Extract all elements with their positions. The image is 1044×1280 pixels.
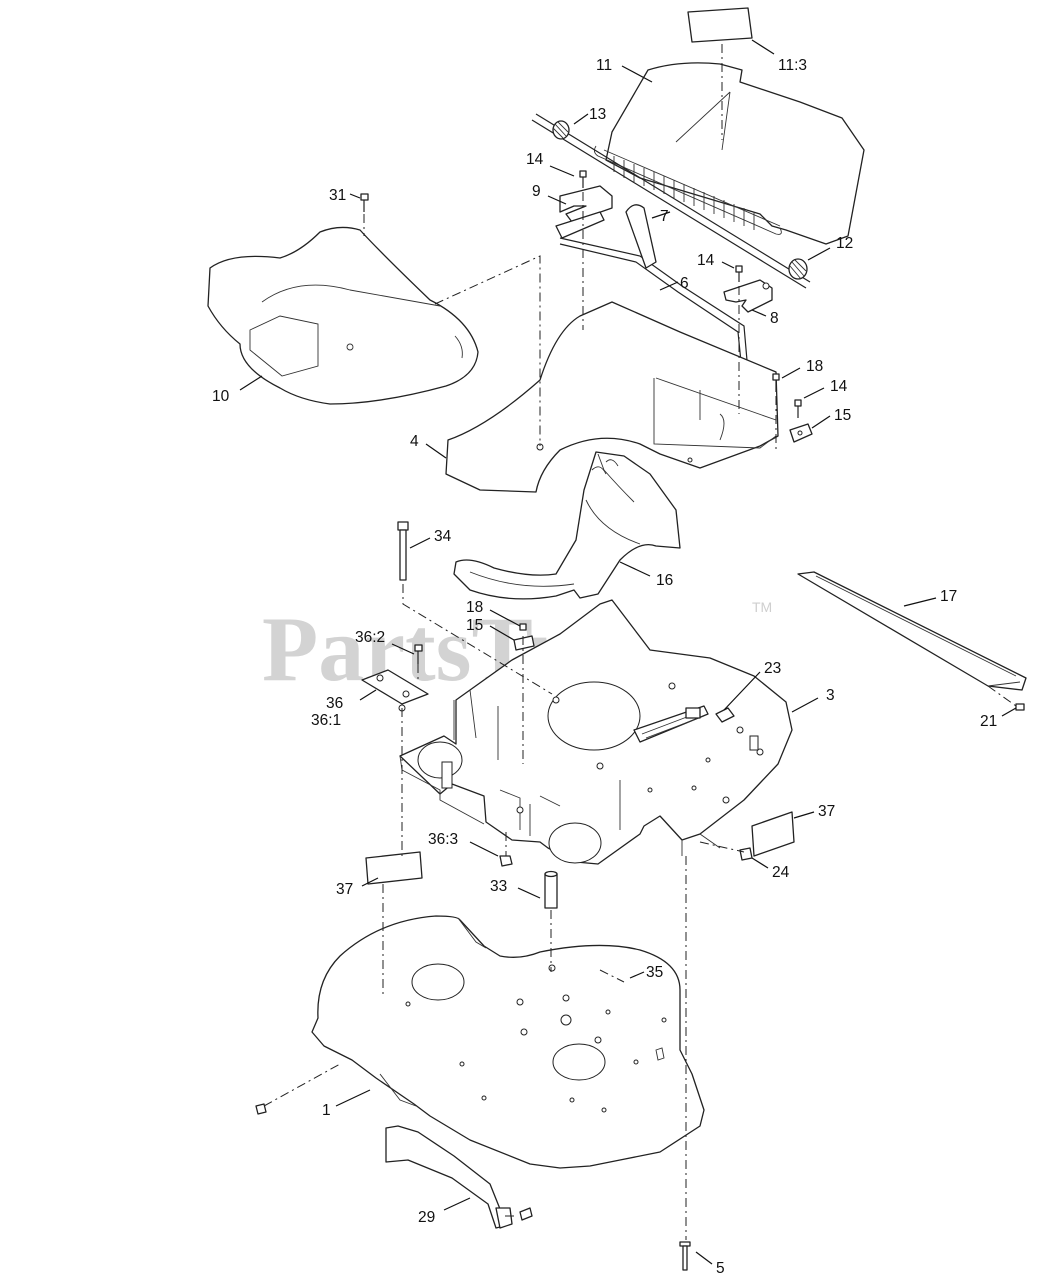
part-29-bracket[interactable] (385, 1125, 513, 1229)
callout-35[interactable]: 35 (646, 964, 663, 981)
callout-37-left[interactable]: 37 (336, 881, 353, 898)
callout-23[interactable]: 23 (764, 660, 781, 677)
callout-6[interactable]: 6 (680, 275, 689, 292)
part-29-screw[interactable] (519, 1207, 533, 1221)
callout-11-3[interactable]: 11:3 (778, 57, 807, 74)
part-10-seat[interactable] (207, 226, 479, 405)
callout-15-center[interactable]: 15 (466, 617, 483, 634)
callout-9[interactable]: 9 (532, 183, 541, 200)
part-1-screw-left[interactable] (255, 1103, 267, 1115)
part-15-clip-center[interactable] (513, 635, 535, 651)
callout-14-mid[interactable]: 14 (697, 252, 715, 269)
part-14-screw-side[interactable] (794, 399, 802, 418)
callout-24[interactable]: 24 (772, 864, 790, 881)
callout-5[interactable]: 5 (716, 1260, 725, 1277)
part-11-panel[interactable] (593, 62, 865, 245)
part-15-clip-right[interactable] (789, 423, 813, 443)
part-31-screw[interactable] (360, 193, 369, 212)
part-24-nut[interactable] (739, 847, 753, 861)
part-37-decal-right[interactable] (751, 811, 795, 857)
callout-36[interactable]: 36 (326, 695, 343, 712)
part-36-2-screw[interactable] (414, 644, 423, 664)
part-8-bracket[interactable] (723, 279, 773, 313)
callout-8[interactable]: 8 (770, 310, 779, 327)
callout-33[interactable]: 33 (490, 878, 507, 895)
callout-3[interactable]: 3 (826, 687, 835, 704)
callout-16[interactable]: 16 (656, 572, 673, 589)
part-21-screw[interactable] (1015, 703, 1025, 711)
part-13-spring[interactable] (531, 113, 811, 289)
callout-36-1[interactable]: 36:1 (311, 712, 341, 729)
callout-36-3[interactable]: 36:3 (428, 831, 458, 848)
part-1-deck[interactable] (311, 915, 705, 1169)
part-11-3-decal[interactable] (687, 7, 753, 43)
callout-21[interactable]: 21 (980, 713, 997, 730)
callout-18-right[interactable]: 18 (806, 358, 823, 375)
callout-7[interactable]: 7 (660, 208, 669, 225)
part-36-3-nut[interactable] (499, 855, 513, 867)
part-33-spacer[interactable] (544, 870, 558, 909)
part-16-chute[interactable] (453, 451, 681, 600)
part-18-screw-right[interactable] (772, 373, 780, 392)
callout-13[interactable]: 13 (589, 106, 606, 123)
watermark-trademark: TM (752, 599, 772, 615)
leader-lines (239, 39, 1017, 1265)
callout-12[interactable]: 12 (836, 235, 853, 252)
callout-31[interactable]: 31 (329, 187, 346, 204)
callout-29[interactable]: 29 (418, 1209, 435, 1226)
callout-14-top[interactable]: 14 (526, 151, 544, 168)
part-18-screw-center[interactable] (519, 623, 527, 631)
callout-17[interactable]: 17 (940, 588, 957, 605)
part-17-strip[interactable] (797, 571, 1027, 691)
callout-18-center[interactable]: 18 (466, 599, 483, 616)
callout-14-right[interactable]: 14 (830, 378, 848, 395)
callout-10[interactable]: 10 (212, 388, 230, 405)
callout-1[interactable]: 1 (322, 1102, 331, 1119)
callout-labels: 11:3 11 13 14 9 7 12 14 6 8 31 10 4 18 1… (212, 57, 997, 1277)
callout-34[interactable]: 34 (434, 528, 452, 545)
callout-15-right[interactable]: 15 (834, 407, 851, 424)
part-3-frame[interactable] (399, 599, 793, 865)
callout-36-2[interactable]: 36:2 (355, 629, 385, 646)
part-7-handle[interactable] (625, 204, 657, 269)
part-14-screw-right[interactable] (735, 265, 743, 282)
part-14-screw-top[interactable] (579, 170, 587, 188)
part-5-bolt[interactable] (679, 1241, 691, 1271)
part-34-bolt[interactable] (397, 521, 409, 581)
callout-4[interactable]: 4 (410, 433, 419, 450)
part-4-cover[interactable] (445, 301, 779, 493)
part-9-bracket[interactable] (555, 185, 613, 239)
callout-11[interactable]: 11 (596, 57, 612, 74)
assembly-lines (263, 44, 1017, 1240)
part-12-spring[interactable] (788, 258, 808, 280)
callout-37-right[interactable]: 37 (818, 803, 835, 820)
